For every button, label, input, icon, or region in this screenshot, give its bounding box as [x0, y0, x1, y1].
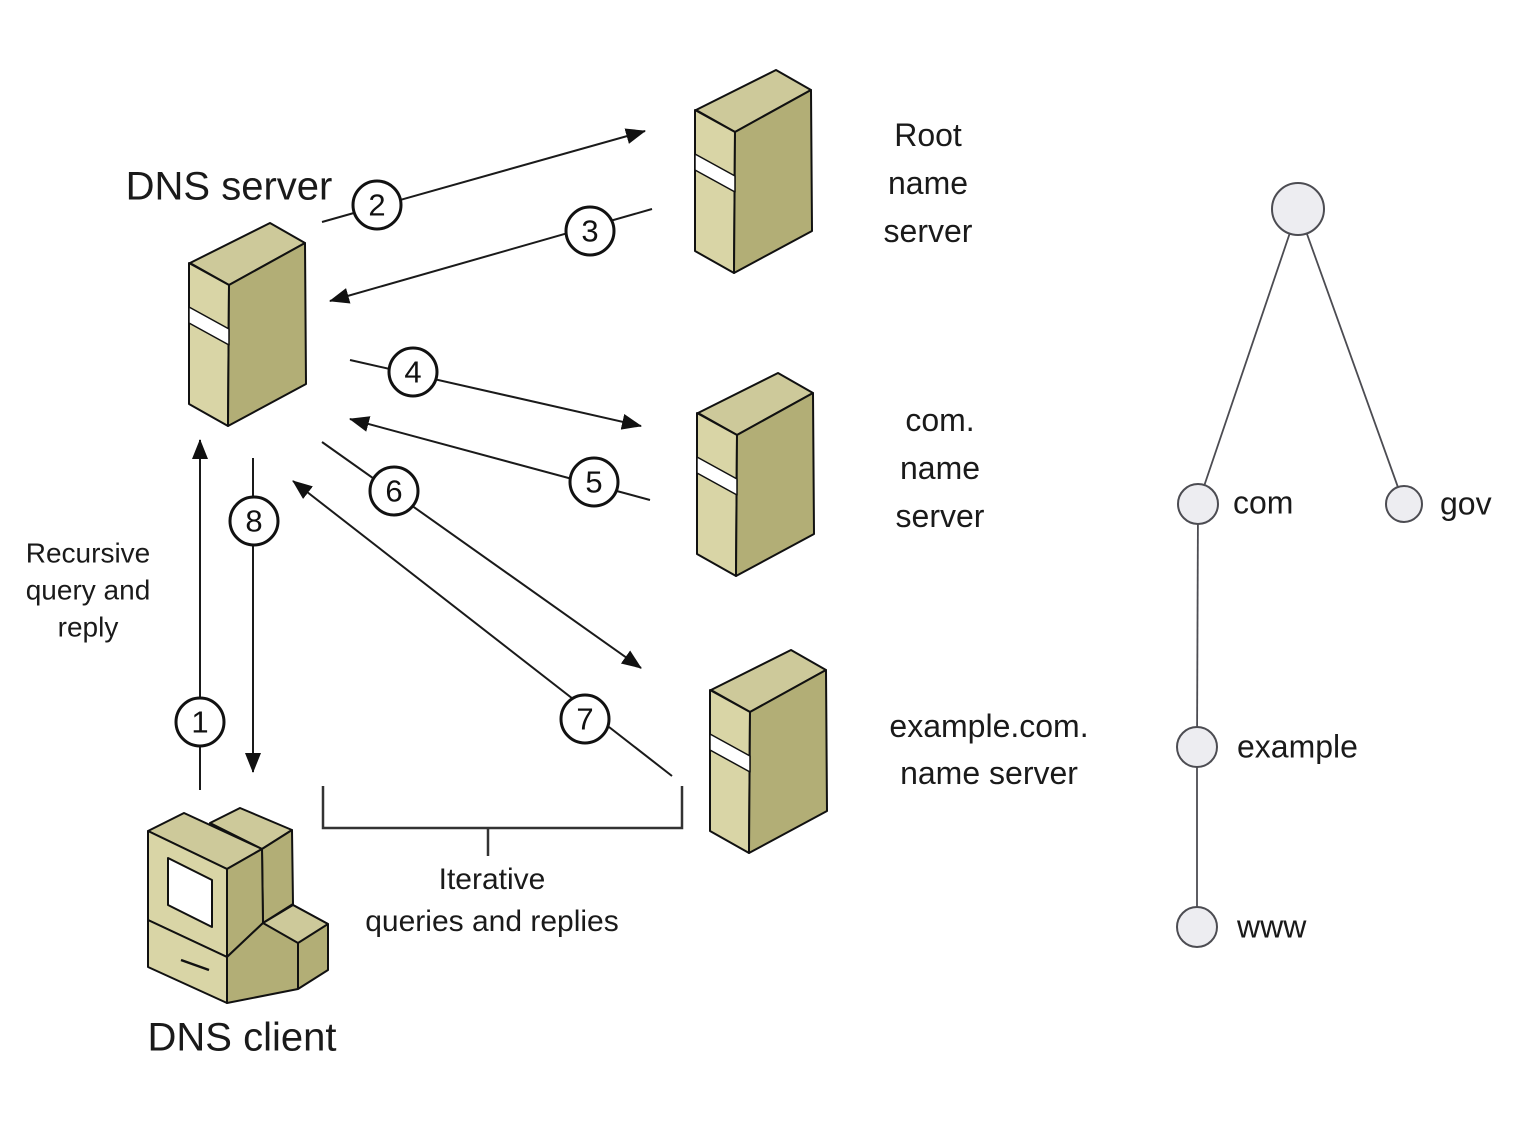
dns-server-icon: [188, 222, 307, 427]
tree-node-example: [1176, 726, 1218, 768]
dns-client-label: DNS client: [147, 1015, 337, 1060]
tree-node-www: [1176, 906, 1218, 948]
client-screen: [167, 857, 213, 928]
iterative-note: Iterative queries and replies: [365, 863, 619, 938]
client-base-top: [262, 904, 329, 944]
tree-node-root: [1271, 182, 1325, 236]
step-6-badge: 6: [368, 465, 420, 517]
iterative-bracket: [321, 786, 684, 856]
dns-server-label: DNS server: [125, 164, 333, 209]
example-name-server-icon: [709, 649, 828, 854]
tree-label-example: example: [1237, 728, 1358, 765]
tree-edges: [1196, 208, 1405, 927]
step-1-badge: 1: [174, 696, 226, 748]
com-name-server-label: com. name server: [895, 402, 985, 534]
edge-com-example: [1196, 503, 1199, 748]
dns-client-icon: [147, 807, 329, 1004]
root-name-server-icon: [694, 69, 813, 274]
edge-root-gov: [1297, 208, 1405, 505]
tree-label-www: www: [1237, 908, 1307, 945]
tree-label-com: com: [1233, 484, 1294, 521]
arrow-7-from-example: [292, 480, 673, 777]
step-8-badge: 8: [228, 495, 280, 547]
recursive-note: Recursive query and reply: [25, 537, 151, 643]
step-7-badge: 7: [559, 693, 611, 745]
example-name-server-label: example.com. name server: [889, 708, 1089, 791]
com-name-server-icon: [696, 372, 815, 577]
root-name-server-label: Root name server: [883, 117, 973, 249]
tree-node-com: [1177, 483, 1219, 525]
step-4-badge: 4: [387, 346, 439, 398]
domain-tree: [1176, 182, 1423, 948]
client-disk-slot: [180, 958, 210, 972]
step-3-badge: 3: [564, 205, 616, 257]
step-5-badge: 5: [568, 456, 620, 508]
step-2-badge: 2: [351, 179, 403, 231]
tree-nodes: [1176, 182, 1423, 948]
tree-label-gov: gov: [1440, 485, 1492, 522]
tree-node-gov: [1385, 485, 1423, 523]
edge-root-com: [1197, 208, 1299, 505]
